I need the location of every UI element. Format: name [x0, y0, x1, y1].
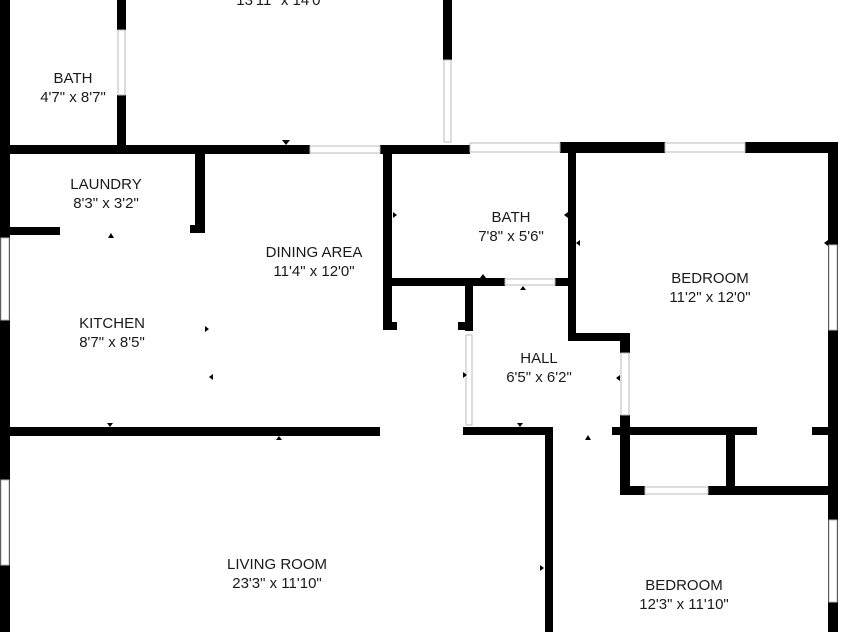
room-name: BEDROOM: [645, 577, 723, 594]
room-name: BEDROOM: [671, 270, 749, 287]
room-label-top: 13'11" x 14'0": [236, 0, 326, 10]
room-size: 11'2" x 12'0": [669, 289, 751, 306]
room-size: 12'3" x 11'10": [639, 596, 729, 613]
room-size: 8'3" x 3'2": [73, 195, 139, 212]
room-size: 7'8" x 5'6": [478, 228, 544, 245]
room-size: 13'11" x 14'0": [236, 0, 326, 9]
room-label-kitchen: KITCHEN 8'7" x 8'5": [79, 314, 145, 352]
room-name: KITCHEN: [79, 315, 145, 332]
room-label-laundry: LAUNDRY 8'3" x 3'2": [70, 175, 141, 213]
room-label-living: LIVING ROOM 23'3" x 11'10": [227, 555, 327, 593]
room-name: DINING AREA: [265, 244, 363, 261]
door-markers: [107, 140, 828, 571]
room-label-bedroom-1: BEDROOM 11'2" x 12'0": [669, 269, 750, 307]
room-size: 6'5" x 6'2": [506, 369, 572, 386]
room-label-dining: DINING AREA 11'4" x 12'0": [266, 243, 363, 281]
room-name: BATH: [53, 70, 93, 87]
room-name: BATH: [491, 209, 531, 226]
room-name: LAUNDRY: [70, 176, 142, 193]
windows: [0, 29, 838, 603]
room-label-bath-1: BATH 4'7" x 8'7": [40, 69, 106, 107]
room-size: 4'7" x 8'7": [40, 89, 106, 106]
room-size: 8'7" x 8'5": [79, 334, 145, 351]
room-size: 11'4" x 12'0": [273, 263, 355, 280]
room-label-bath-2: BATH 7'8" x 5'6": [478, 208, 544, 246]
room-size: 23'3" x 11'10": [232, 575, 322, 592]
room-name: LIVING ROOM: [226, 556, 328, 573]
room-name: HALL: [520, 350, 558, 367]
room-label-hall: HALL 6'5" x 6'2": [506, 349, 572, 387]
room-label-bedroom-2: BEDROOM 12'3" x 11'10": [639, 576, 729, 614]
